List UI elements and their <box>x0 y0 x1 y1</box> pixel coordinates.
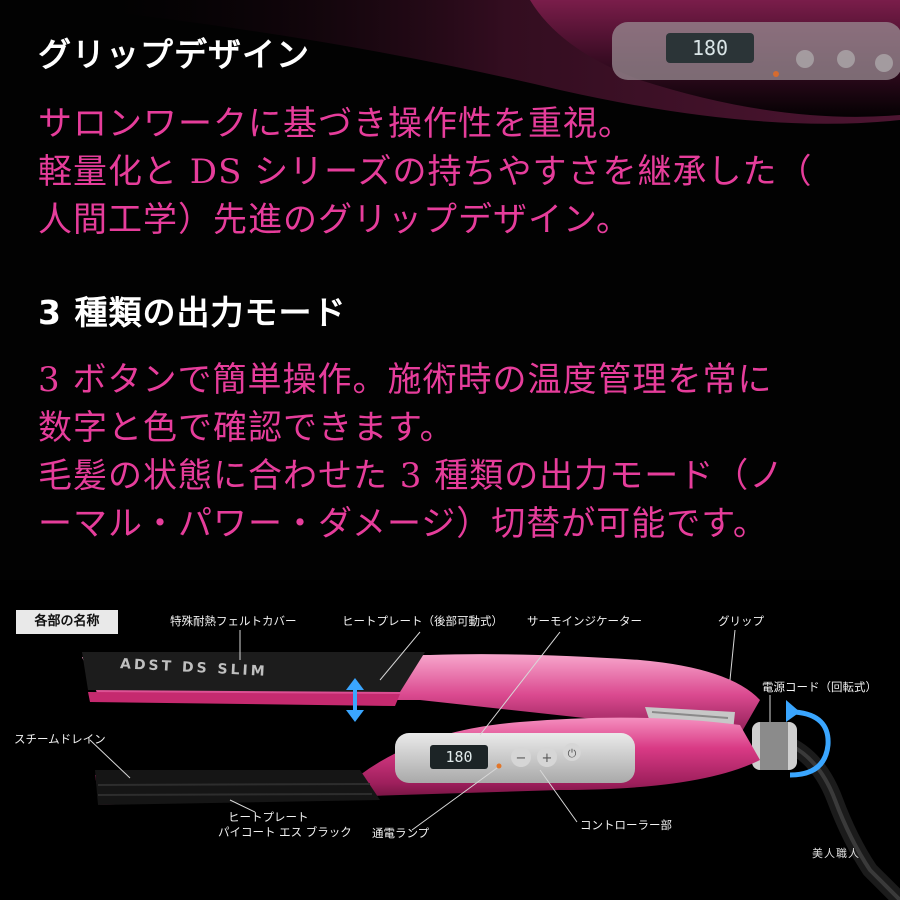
parts-names-tag: 各部の名称 <box>16 610 118 634</box>
section-title-grip: グリップデザイン <box>38 35 310 74</box>
device-temp-display-top: 180 <box>691 36 729 60</box>
text-line: 数字と色で確認できます。 <box>38 408 455 448</box>
label-thermo-indicator: サーモインジケーター <box>527 614 642 628</box>
section-text-modes: 3 ボタンで簡単操作。施術時の温度管理を常に 数字と色で確認できます。 毛髪の状… <box>38 356 784 548</box>
section-title-modes: 3 種類の出力モード <box>38 293 347 332</box>
text-line: 人間工学）先進のグリップデザイン。 <box>38 200 631 240</box>
credit-watermark: 美人職人 <box>812 847 860 860</box>
felt-cover <box>82 652 425 692</box>
svg-text:+: + <box>542 751 553 766</box>
heat-plate-lower <box>95 770 380 805</box>
section-text-grip: サロンワークに基づき操作性を重視。 軽量化と DS シリーズの持ちやすさを継承し… <box>38 100 812 244</box>
label-grip: グリップ <box>718 614 764 628</box>
label-power-cord: 電源コード（回転式） <box>762 680 877 694</box>
minus-button[interactable] <box>511 747 531 767</box>
text-line: 3 ボタンで簡単操作。施術時の温度管理を常に <box>38 360 773 400</box>
text-line: ーマル・パワー・ダメージ）切替が可能です。 <box>38 504 768 544</box>
label-felt-cover: 特殊耐熱フェルトカバー <box>170 614 297 628</box>
controller-display-value: 180 <box>445 748 473 766</box>
text-line: 毛髪の状態に合わせた 3 種類の出力モード（ノ <box>38 456 785 496</box>
svg-text:−: − <box>516 751 527 766</box>
text-line: サロンワークに基づき操作性を重視。 <box>38 104 633 144</box>
label-heat-plate: ヒートプレート <box>228 810 309 824</box>
cord-rotate-arrow <box>789 709 831 778</box>
power-button[interactable] <box>563 743 581 761</box>
svg-text:⏻: ⏻ <box>568 747 577 760</box>
label-steam-drain: スチームドレイン <box>14 732 106 746</box>
label-controller: コントローラー部 <box>580 818 672 832</box>
label-heat-plate-coating: パイコート エス ブラック <box>218 825 352 839</box>
power-lamp <box>496 763 502 769</box>
text-line: 軽量化と DS シリーズの持ちやすさを継承した（ <box>38 152 813 192</box>
device-photo-top: 180 <box>0 0 900 140</box>
label-power-lamp: 通電ランプ <box>372 826 430 840</box>
controller-display <box>430 745 488 769</box>
plus-button[interactable] <box>537 747 557 767</box>
label-heat-plate-movable: ヒートプレート（後部可動式） <box>342 614 503 628</box>
